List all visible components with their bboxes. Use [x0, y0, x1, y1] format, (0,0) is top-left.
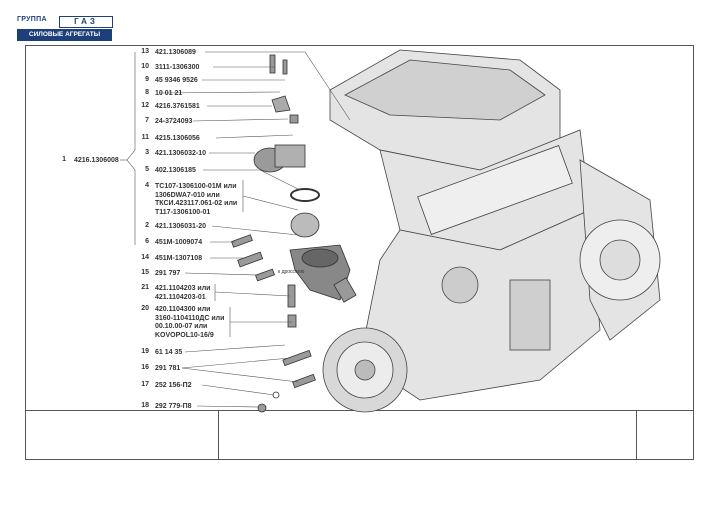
- part-number: 15: [141, 269, 149, 276]
- title-block-divider: [636, 410, 637, 460]
- part-code: 3160-1104110ДС или: [155, 314, 225, 322]
- part-code: 292 779-П8: [155, 403, 192, 410]
- part-code: Т117-1306100-01: [155, 208, 211, 216]
- part-number: 20: [141, 305, 149, 312]
- title-block-divider: [218, 410, 219, 460]
- part-code: 451М-1307108: [155, 255, 203, 262]
- part-number: 10: [141, 63, 149, 70]
- part-code: 61 14 35: [155, 349, 183, 356]
- part-number: 21: [141, 284, 149, 291]
- part-code: 402.1306185: [155, 167, 196, 174]
- part-code: 10 01 21: [155, 90, 183, 97]
- assembly-code: 4216.1306008: [74, 157, 119, 164]
- logo-brand: ГАЗ: [59, 16, 113, 28]
- leader-lines: [120, 51, 351, 408]
- part-number: 4: [145, 182, 149, 189]
- part-number: 16: [141, 364, 149, 371]
- part-number: 9: [145, 76, 149, 83]
- assembly-number: 1: [62, 156, 66, 163]
- part-code: 421.1306031-20: [155, 223, 206, 230]
- part-number: 14: [141, 254, 149, 261]
- part-code: 291 797: [155, 270, 181, 277]
- throttle-annotation: к дросселю: [278, 269, 305, 275]
- part-code: 420.1104300 или: [155, 306, 211, 313]
- part-number: 8: [145, 89, 149, 96]
- logo-subtitle: СИЛОВЫЕ АГРЕГАТЫ: [17, 29, 112, 41]
- drawing-frame: [25, 45, 694, 460]
- part-code: 45 9346 9526: [155, 77, 198, 84]
- part-number: 6: [145, 238, 149, 245]
- engine-drawing: [322, 49, 661, 413]
- part-code: 421.1104203 или: [155, 285, 211, 292]
- part-code: 291 781: [155, 365, 181, 372]
- part-code: 451М-1009074: [155, 239, 203, 246]
- part-number: 2: [145, 222, 149, 229]
- logo-group-text: ГРУППА: [17, 16, 47, 23]
- part-code: 421.1306089: [155, 49, 196, 56]
- part-number: 3: [145, 149, 149, 156]
- part-code: ТС107-1306100-01М или: [155, 183, 237, 190]
- part-code: 1306DWA7-010 или: [155, 191, 220, 199]
- part-code: KOVOPOL10-16/9: [155, 331, 214, 339]
- gaz-logo: ГРУППА ГАЗ СИЛОВЫЕ АГРЕГАТЫ: [17, 16, 113, 43]
- part-code: ТКСИ.423117.061-02 или: [155, 200, 238, 207]
- part-code: 421.1104203-01: [155, 293, 206, 301]
- part-number: 19: [141, 348, 149, 355]
- part-number: 11: [141, 134, 149, 141]
- part-code: 252 156-П2: [155, 382, 192, 389]
- part-code: 24-3724093: [155, 118, 193, 125]
- part-number: 12: [141, 102, 149, 109]
- part-code: 421.1306032-10: [155, 150, 206, 157]
- part-number: 18: [141, 402, 149, 409]
- part-code: 00.10.00-07 или: [155, 323, 208, 330]
- part-code: 3111-1306300: [155, 64, 200, 71]
- part-code: 4216.3761581: [155, 103, 200, 110]
- part-number: 7: [145, 117, 149, 124]
- part-code: 4215.1306056: [155, 135, 200, 142]
- part-number: 5: [145, 166, 149, 173]
- part-number: 13: [141, 48, 149, 55]
- part-number: 17: [141, 381, 149, 388]
- thermostat-parts: [231, 54, 357, 413]
